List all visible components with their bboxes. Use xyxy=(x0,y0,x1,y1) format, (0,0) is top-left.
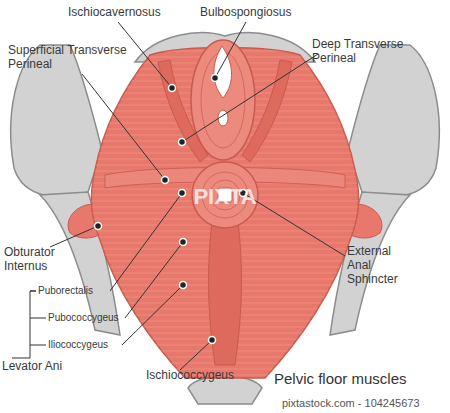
callout-dot xyxy=(179,190,186,197)
callout-dot xyxy=(180,282,187,289)
callout-dot xyxy=(162,177,169,184)
leader-line xyxy=(50,226,98,247)
callout-dot xyxy=(180,239,187,246)
group-label: Levator Ani xyxy=(2,360,82,374)
callout-dot xyxy=(95,223,102,230)
muscle-label: Deep Transverse Perineal xyxy=(312,38,442,66)
muscle-label: Obturator Internus xyxy=(4,246,76,274)
leader-lines xyxy=(12,22,345,370)
callout-dot xyxy=(179,139,186,146)
callout-dot xyxy=(169,85,176,92)
levator-bracket xyxy=(12,291,46,358)
muscle-label: Ischiocavernosus xyxy=(68,6,188,20)
leader-line xyxy=(215,22,246,78)
muscle-label: External Anal Sphincter xyxy=(347,245,417,286)
muscle-label: Puborectalis xyxy=(38,285,118,297)
leader-line xyxy=(82,74,165,180)
leader-line xyxy=(180,340,212,370)
leader-line xyxy=(125,242,183,318)
anococcygeal-body xyxy=(209,222,242,365)
muscles xyxy=(68,40,382,378)
leader-line xyxy=(122,285,183,345)
muscle-label: Bulbospongiosus xyxy=(200,6,320,20)
muscle-label: Superficial Transverse Perineal xyxy=(8,44,148,72)
watermark: PIXTA xyxy=(180,184,270,209)
muscle-label: Iliococcygeus xyxy=(48,339,128,351)
watermark: pixtastock.com - 104245673 xyxy=(282,397,450,410)
leader-line xyxy=(110,193,182,291)
muscle-label: Ischiococcygeus xyxy=(146,369,256,383)
pelvic-bones xyxy=(11,33,440,404)
leader-line xyxy=(182,54,318,142)
callout-dot xyxy=(209,337,216,344)
callout-dot xyxy=(212,75,219,82)
muscle-label: Pubococcygeus xyxy=(48,312,128,324)
leader-line xyxy=(243,193,345,256)
diagram-title: Pelvic floor muscles xyxy=(274,370,450,387)
bulbospongiosus-ring xyxy=(191,40,255,160)
right-ilium xyxy=(348,45,439,196)
